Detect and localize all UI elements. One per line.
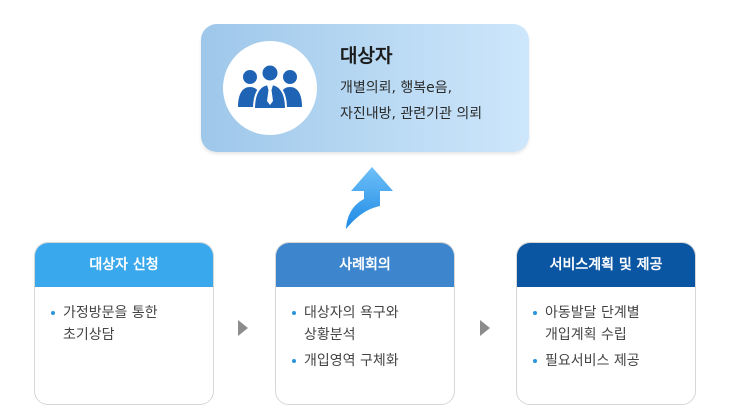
list-item: 필요서비스 제공 bbox=[533, 350, 695, 372]
list-item-text: 아동발달 단계별 bbox=[545, 305, 640, 321]
bullet-icon bbox=[292, 311, 296, 315]
list-item-text: 가정방문을 통한 bbox=[63, 305, 158, 321]
bullet-icon bbox=[292, 359, 296, 363]
triangle-right-icon bbox=[480, 320, 490, 336]
bullet-icon bbox=[533, 311, 537, 315]
step-list: 가정방문을 통한 초기상담 bbox=[35, 287, 213, 346]
target-box: 대상자 개별의뢰, 행복e음, 자진내방, 관련기관 의뢰 bbox=[201, 24, 529, 152]
list-item-text: 상황분석 bbox=[304, 327, 356, 343]
step-card-application: 대상자 신청 가정방문을 통한 초기상담 bbox=[34, 242, 214, 405]
step-card-case-meeting: 사례회의 대상자의 욕구와 상황분석 개입영역 구체화 bbox=[275, 242, 455, 405]
list-item-text: 초기상담 bbox=[63, 327, 115, 343]
step-list: 대상자의 욕구와 상황분석 개입영역 구체화 bbox=[276, 287, 454, 372]
bullet-icon bbox=[51, 311, 55, 315]
step-card-service-plan: 서비스계획 및 제공 아동발달 단계별 개입계획 수립 필요서비스 제공 bbox=[516, 242, 696, 405]
people-group-icon bbox=[238, 63, 302, 110]
list-item-text: 필요서비스 제공 bbox=[545, 353, 640, 369]
step-title: 대상자 신청 bbox=[35, 243, 213, 287]
target-line: 개별의뢰, 행복e음, bbox=[340, 80, 453, 96]
list-item: 대상자의 욕구와 상황분석 bbox=[292, 302, 454, 346]
triangle-right-icon bbox=[238, 320, 248, 336]
step-title: 서비스계획 및 제공 bbox=[517, 243, 695, 287]
list-item: 아동발달 단계별 개입계획 수립 bbox=[533, 302, 695, 346]
list-item: 가정방문을 통한 초기상담 bbox=[51, 302, 213, 346]
up-arrow-icon bbox=[346, 167, 393, 229]
target-description: 개별의뢰, 행복e음, 자진내방, 관련기관 의뢰 bbox=[340, 75, 482, 127]
target-title: 대상자 bbox=[340, 45, 393, 67]
list-item: 개입영역 구체화 bbox=[292, 350, 454, 372]
list-item-text: 개입계획 수립 bbox=[545, 327, 627, 343]
bullet-icon bbox=[533, 359, 537, 363]
target-line: 자진내방, 관련기관 의뢰 bbox=[340, 106, 483, 122]
icon-circle bbox=[223, 41, 317, 135]
list-item-text: 개입영역 구체화 bbox=[304, 353, 399, 369]
step-list: 아동발달 단계별 개입계획 수립 필요서비스 제공 bbox=[517, 287, 695, 372]
step-title: 사례회의 bbox=[276, 243, 454, 287]
list-item-text: 대상자의 욕구와 bbox=[304, 305, 399, 321]
